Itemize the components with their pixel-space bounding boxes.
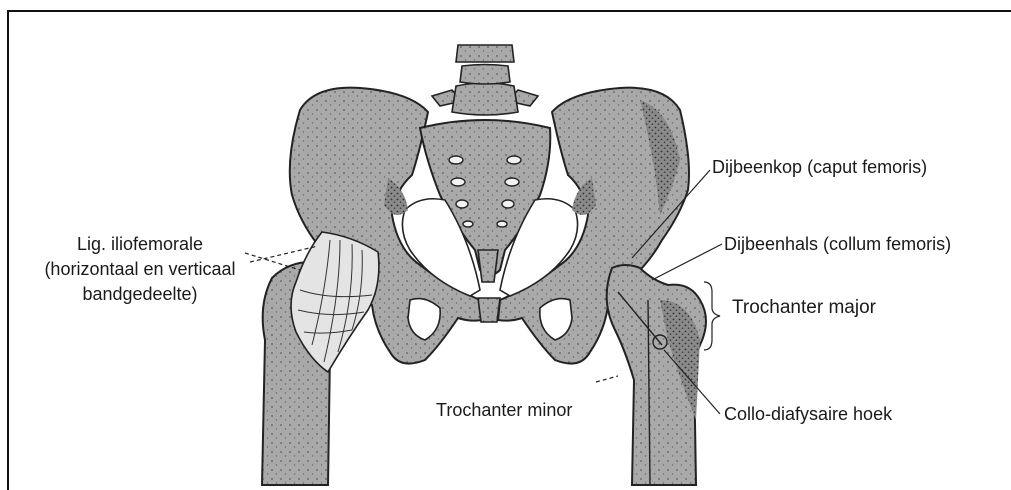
label-collo-diafysaire-hoek: Collo-diafysaire hoek	[724, 404, 892, 424]
label-lig-iliofemorale-line2: (horizontaal en verticaal	[10, 257, 270, 282]
coccyx	[478, 250, 498, 282]
label-trochanter-major: Trochanter major	[732, 298, 876, 318]
label-lig-iliofemorale-line1: Lig. iliofemorale	[10, 232, 270, 257]
lumbar-vertebra	[432, 45, 538, 115]
label-dijbeenhals: Dijbeenhals (collum femoris)	[724, 234, 951, 254]
label-lig-iliofemorale-line3: bandgedeelte)	[10, 282, 270, 307]
label-trochanter-minor: Trochanter minor	[436, 400, 572, 420]
pubic-symphysis	[478, 298, 500, 322]
label-lig-iliofemorale: Lig. iliofemorale (horizontaal en vertic…	[10, 232, 270, 307]
label-dijbeenkop: Dijbeenkop (caput femoris)	[712, 157, 927, 177]
